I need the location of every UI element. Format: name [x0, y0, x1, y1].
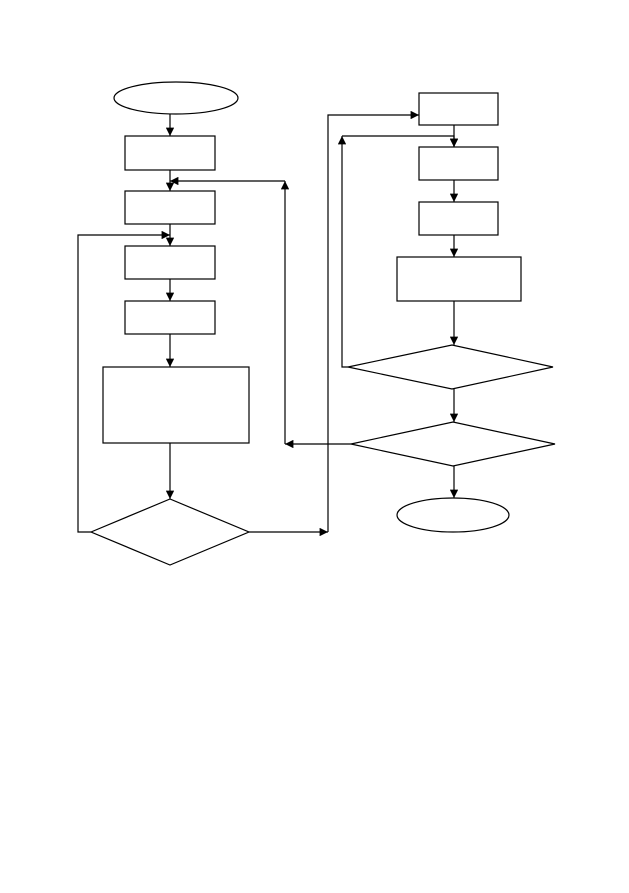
- process-box-7: [418, 146, 499, 181]
- arrow-decision-2-loop-riser: [337, 136, 348, 368]
- process-box-3: [124, 245, 216, 280]
- decision-diamond-3: [350, 421, 556, 467]
- process-box-2: [124, 190, 216, 225]
- start-node: [113, 81, 239, 115]
- process-box-4: [124, 300, 216, 335]
- arrow-decision-1-loop-to-step-3: [77, 230, 170, 533]
- end-node: [396, 497, 510, 533]
- process-box-5: [102, 366, 250, 444]
- process-box-6: [418, 92, 499, 126]
- process-box-9: [396, 256, 522, 302]
- decision-diamond-1: [89, 498, 251, 566]
- process-box-1: [124, 135, 216, 171]
- arrow-decision-2-loop-to-step-7: [342, 135, 459, 147]
- process-box-8: [418, 201, 499, 236]
- arrow-decision-1-riser-to-step-6: [327, 110, 419, 532]
- decision-diamond-2: [347, 344, 554, 390]
